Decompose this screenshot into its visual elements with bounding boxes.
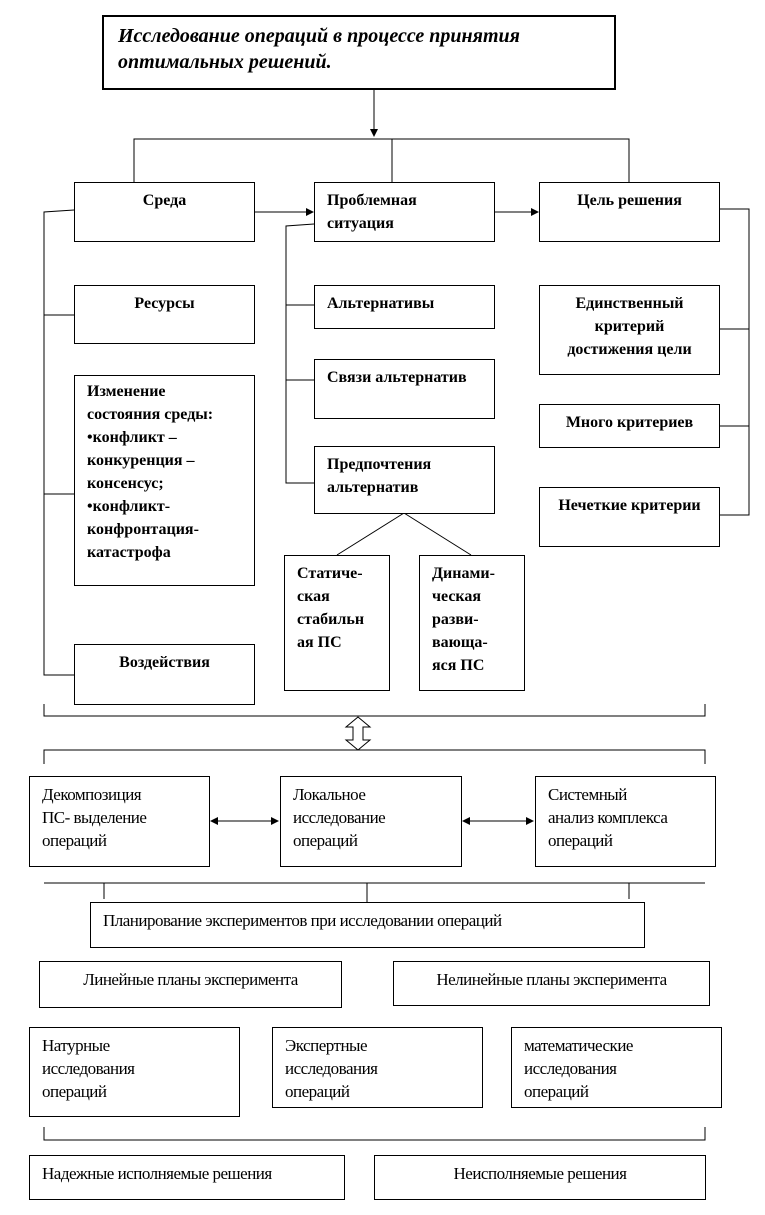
- environment-box: Среда: [74, 182, 255, 242]
- planning-box: Планирование экспериментов при исследова…: [90, 902, 645, 948]
- impacts-box: Воздействия: [74, 644, 255, 705]
- math-research-box: математические исследования операций: [511, 1027, 722, 1108]
- static-situation-box: Статиче- ская стабильн ая ПС: [284, 555, 390, 691]
- unfeasible-decisions-box: Неисполняемые решения: [374, 1155, 706, 1200]
- problem-situation-box: Проблемная ситуация: [314, 182, 495, 242]
- alternative-links-box: Связи альтернатив: [314, 359, 495, 419]
- dynamic-situation-box: Динами- ческая разви- вающа- яся ПС: [419, 555, 525, 691]
- decomposition-box: Декомпозиция ПС- выделение операций: [29, 776, 210, 867]
- preferences-box: Предпочтения альтернатив: [314, 446, 495, 514]
- goal-box: Цель решения: [539, 182, 720, 242]
- natural-research-box: Натурные исследования операций: [29, 1027, 240, 1117]
- alternatives-box: Альтернативы: [314, 285, 495, 329]
- diagram-title: Исследование операций в процессе приняти…: [102, 15, 616, 90]
- nonlinear-plans-box: Нелинейные планы эксперимента: [393, 961, 710, 1006]
- expert-research-box: Экспертные исследования операций: [272, 1027, 483, 1108]
- resources-box: Ресурсы: [74, 285, 255, 344]
- reliable-decisions-box: Надежные исполняемые решения: [29, 1155, 345, 1200]
- fuzzy-criteria-box: Нечеткие критерии: [539, 487, 720, 547]
- state-change-box: Изменение состояния среды: •конфликт – к…: [74, 375, 255, 586]
- system-analysis-box: Системный анализ комплекса операций: [535, 776, 716, 867]
- local-research-box: Локальное исследование операций: [280, 776, 462, 867]
- many-criteria-box: Много критериев: [539, 404, 720, 448]
- linear-plans-box: Линейные планы эксперимента: [39, 961, 342, 1008]
- single-criterion-box: Единственный критерий достижения цели: [539, 285, 720, 375]
